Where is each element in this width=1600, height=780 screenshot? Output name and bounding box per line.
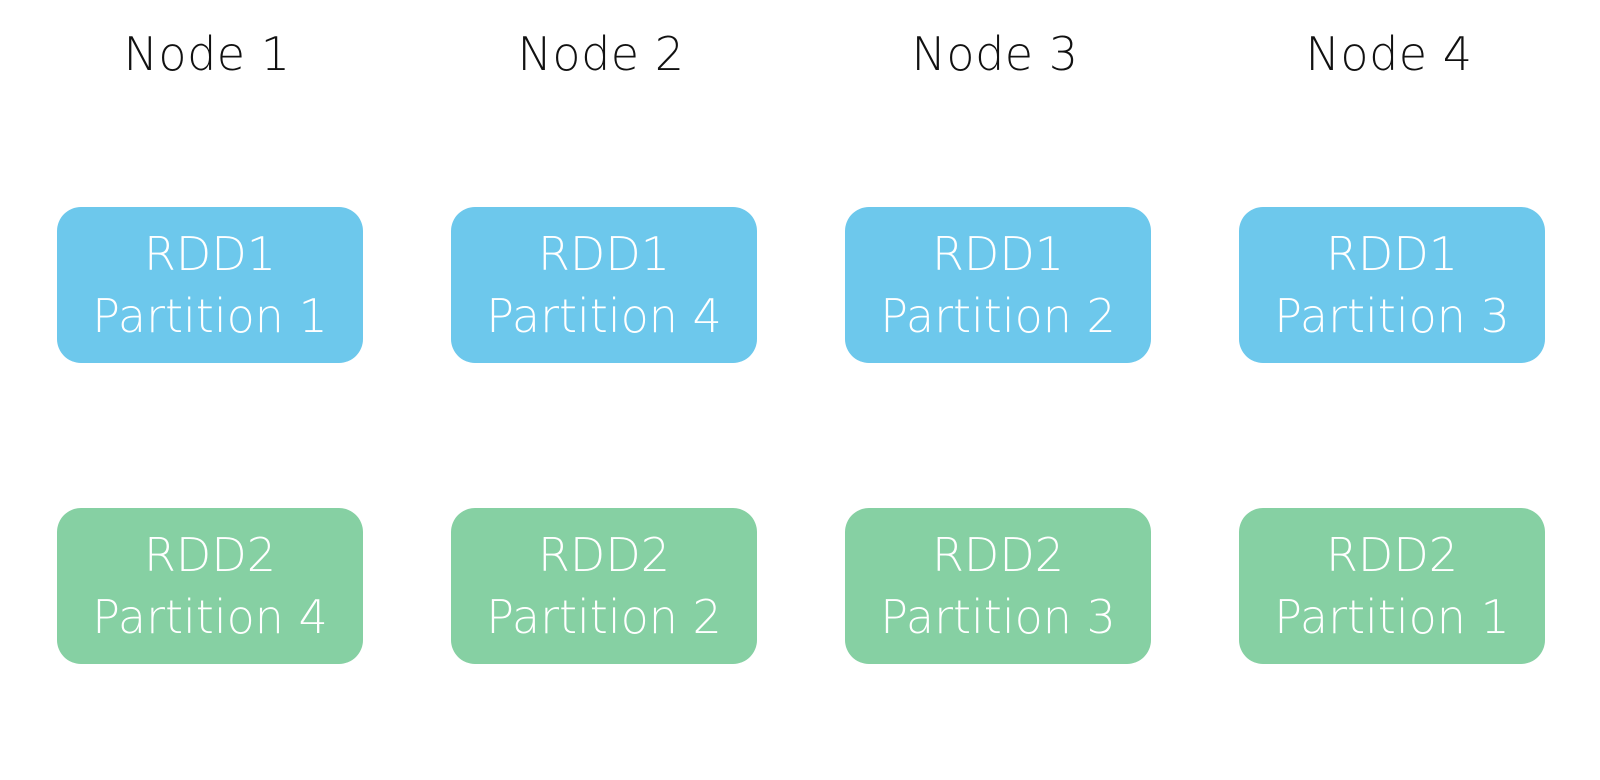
rdd-label: RDD2 bbox=[1325, 528, 1459, 582]
rdd-label: RDD2 bbox=[931, 528, 1065, 582]
partition-label: Partition 4 bbox=[486, 289, 722, 343]
rdd-label: RDD2 bbox=[537, 528, 671, 582]
rdd1-partition-box: RDD1 Partition 1 bbox=[57, 207, 363, 363]
node-column-1: Node 1 RDD1 Partition 1 RDD2 Partition 4 bbox=[57, 0, 363, 780]
partition-label: Partition 2 bbox=[880, 289, 1116, 343]
partition-label: Partition 1 bbox=[92, 289, 328, 343]
partition-label: Partition 3 bbox=[880, 590, 1116, 644]
node-title: Node 1 bbox=[123, 27, 291, 81]
rdd1-partition-box: RDD1 Partition 2 bbox=[845, 207, 1151, 363]
node-column-2: Node 2 RDD1 Partition 4 RDD2 Partition 2 bbox=[451, 0, 757, 780]
partition-label: Partition 1 bbox=[1274, 590, 1510, 644]
rdd2-partition-box: RDD2 Partition 1 bbox=[1239, 508, 1545, 664]
partition-label: Partition 2 bbox=[486, 590, 722, 644]
rdd2-partition-box: RDD2 Partition 4 bbox=[57, 508, 363, 664]
node-column-3: Node 3 RDD1 Partition 2 RDD2 Partition 3 bbox=[845, 0, 1151, 780]
rdd-label: RDD1 bbox=[931, 227, 1065, 281]
node-title: Node 2 bbox=[517, 27, 685, 81]
rdd1-partition-box: RDD1 Partition 3 bbox=[1239, 207, 1545, 363]
rdd2-partition-box: RDD2 Partition 2 bbox=[451, 508, 757, 664]
rdd-label: RDD2 bbox=[143, 528, 277, 582]
rdd1-partition-box: RDD1 Partition 4 bbox=[451, 207, 757, 363]
rdd-label: RDD1 bbox=[537, 227, 671, 281]
rdd-label: RDD1 bbox=[1325, 227, 1459, 281]
partition-label: Partition 3 bbox=[1274, 289, 1510, 343]
rdd-label: RDD1 bbox=[143, 227, 277, 281]
node-column-4: Node 4 RDD1 Partition 3 RDD2 Partition 1 bbox=[1239, 0, 1545, 780]
node-title: Node 4 bbox=[1305, 27, 1473, 81]
node-title: Node 3 bbox=[911, 27, 1079, 81]
rdd2-partition-box: RDD2 Partition 3 bbox=[845, 508, 1151, 664]
partition-label: Partition 4 bbox=[92, 590, 328, 644]
